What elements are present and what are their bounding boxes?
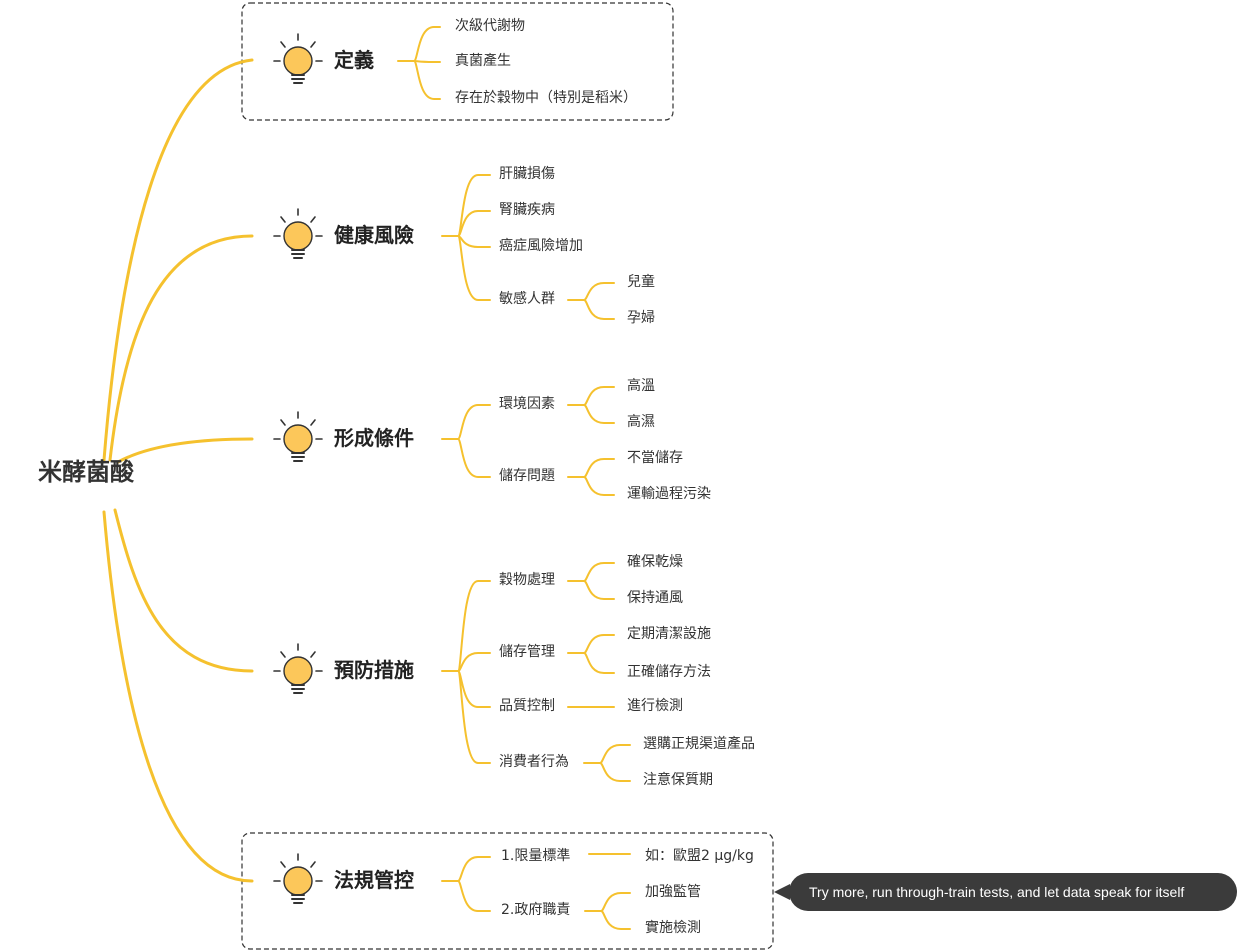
storage-management-connector bbox=[583, 634, 615, 654]
formation-connector bbox=[457, 404, 491, 440]
grain-handling-item[interactable]: 保持通風 bbox=[627, 590, 683, 606]
prevention-connector bbox=[457, 652, 491, 672]
environment-item[interactable]: 高濕 bbox=[627, 414, 655, 430]
health-item[interactable]: 癌症風險增加 bbox=[499, 238, 583, 254]
formation-item[interactable]: 儲存問題 bbox=[499, 468, 555, 484]
comment-note[interactable]: Try more, run through-train tests, and l… bbox=[789, 873, 1237, 911]
regulation-item[interactable]: 2.政府職責 bbox=[501, 902, 571, 918]
branch-health-risk[interactable]: 健康風險 bbox=[334, 223, 414, 247]
health-connector bbox=[457, 235, 491, 248]
lightbulb-icon bbox=[273, 33, 323, 84]
consumer-connector bbox=[599, 744, 631, 764]
lightbulb-icon bbox=[273, 643, 323, 694]
environment-item[interactable]: 高溫 bbox=[627, 378, 655, 394]
quality-control-item[interactable]: 進行檢測 bbox=[627, 698, 683, 714]
consumer-item[interactable]: 選購正規渠道產品 bbox=[643, 736, 755, 752]
environment-connector bbox=[583, 404, 615, 424]
sensitive-group-item[interactable]: 兒童 bbox=[627, 274, 655, 290]
sensitive-group-connector bbox=[583, 299, 615, 320]
prevention-connector bbox=[457, 670, 491, 764]
prevention-item[interactable]: 消費者行為 bbox=[499, 754, 569, 770]
sensitive-group-item[interactable]: 孕婦 bbox=[627, 310, 655, 326]
prevention-connector bbox=[457, 580, 491, 672]
definition-connector bbox=[413, 60, 441, 100]
regulation-item[interactable]: 1.限量標準 bbox=[501, 848, 571, 864]
consumer-item[interactable]: 注意保質期 bbox=[643, 772, 713, 788]
storage-management-connector bbox=[583, 652, 615, 674]
definition-connector bbox=[413, 26, 441, 62]
health-item[interactable]: 腎臟疾病 bbox=[499, 202, 555, 218]
branch-prevention[interactable]: 預防措施 bbox=[334, 658, 414, 682]
note-pointer bbox=[774, 884, 790, 900]
storage-management-item[interactable]: 正確儲存方法 bbox=[627, 664, 711, 680]
definition-item[interactable]: 真菌產生 bbox=[455, 53, 511, 69]
prevention-item[interactable]: 穀物處理 bbox=[499, 572, 555, 588]
root-topic[interactable]: 米酵菌酸 bbox=[38, 458, 134, 486]
storage-issue-item[interactable]: 運輸過程污染 bbox=[627, 486, 711, 502]
health-item[interactable]: 敏感人群 bbox=[499, 291, 555, 307]
prevention-item[interactable]: 品質控制 bbox=[499, 698, 555, 714]
definition-connector bbox=[413, 60, 441, 63]
root-branch-line bbox=[102, 510, 254, 883]
health-item[interactable]: 肝臟損傷 bbox=[499, 166, 555, 182]
regulation-connector bbox=[457, 856, 491, 882]
root-branch-line bbox=[102, 58, 254, 462]
storage-issue-connector bbox=[583, 476, 615, 496]
storage-management-item[interactable]: 定期清潔設施 bbox=[627, 626, 711, 642]
government-duty-connector bbox=[600, 910, 631, 930]
lightbulb-icon bbox=[273, 208, 323, 259]
grain-handling-connector bbox=[583, 580, 615, 600]
government-duty-item[interactable]: 實施檢測 bbox=[645, 920, 701, 936]
formation-item[interactable]: 環境因素 bbox=[499, 396, 555, 412]
government-duty-connector bbox=[600, 892, 631, 912]
storage-issue-item[interactable]: 不當儲存 bbox=[627, 450, 683, 466]
limit-standard-item[interactable]: 如：歐盟2 μg/kg bbox=[645, 848, 754, 864]
consumer-connector bbox=[599, 762, 631, 782]
health-connector bbox=[457, 210, 491, 237]
regulation-frame bbox=[241, 832, 774, 950]
root-branch-line bbox=[113, 508, 254, 673]
grain-handling-connector bbox=[583, 562, 615, 582]
branch-formation[interactable]: 形成條件 bbox=[334, 426, 414, 450]
comment-note-text: Try more, run through-train tests, and l… bbox=[809, 884, 1185, 900]
lightbulb-icon bbox=[273, 411, 323, 462]
branch-definition[interactable]: 定義 bbox=[334, 48, 374, 72]
environment-connector bbox=[583, 386, 615, 406]
definition-item[interactable]: 存在於穀物中（特別是稻米） bbox=[455, 90, 637, 106]
storage-issue-connector bbox=[583, 458, 615, 478]
formation-connector bbox=[457, 438, 491, 478]
root-branch-line bbox=[108, 234, 254, 462]
lightbulb-icon bbox=[273, 853, 323, 904]
definition-item[interactable]: 次級代謝物 bbox=[455, 18, 525, 34]
branch-regulation[interactable]: 法規管控 bbox=[334, 868, 414, 892]
health-connector bbox=[457, 235, 491, 301]
root-branch-line bbox=[116, 437, 254, 464]
government-duty-item[interactable]: 加強監管 bbox=[645, 884, 701, 900]
sensitive-group-connector bbox=[583, 282, 615, 301]
prevention-item[interactable]: 儲存管理 bbox=[499, 644, 555, 660]
grain-handling-item[interactable]: 確保乾燥 bbox=[627, 554, 683, 570]
regulation-connector bbox=[457, 880, 491, 912]
